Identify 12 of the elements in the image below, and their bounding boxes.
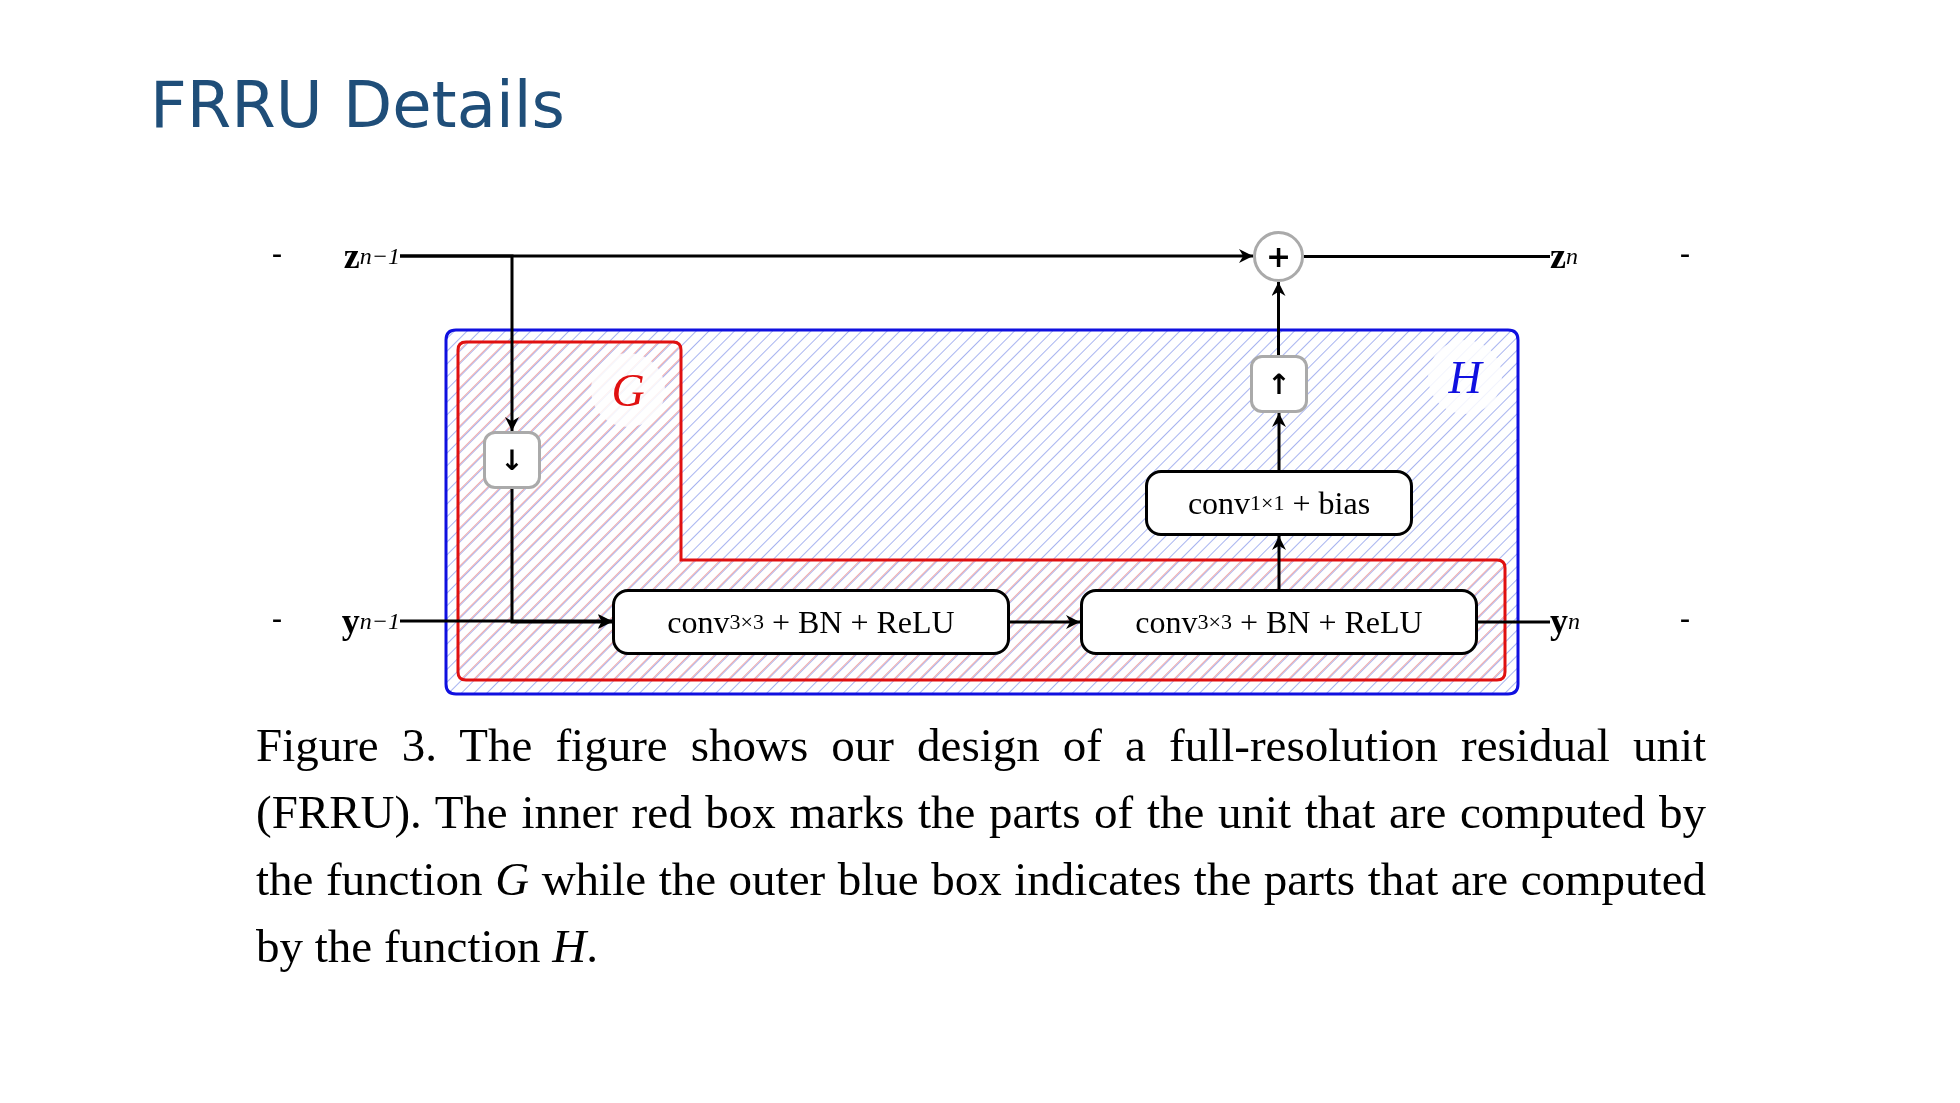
dash-mark: - — [272, 601, 282, 635]
slide-title: FRRU Details — [150, 68, 565, 142]
arrow — [400, 614, 612, 628]
dash-mark: - — [1680, 236, 1690, 270]
arrow — [400, 254, 519, 431]
resample-node: ↓ — [483, 431, 541, 489]
dash-mark: - — [272, 236, 282, 270]
figure-caption: Figure 3. The figure shows our design of a full-resolution residual unit (FRRU). The inner red box marks the parts of the unit that are computed by the function G while the outer blue box indicates the parts that are computed by the function H. — [256, 718, 1706, 974]
arrow — [1010, 615, 1080, 629]
dash-mark: - — [1680, 601, 1690, 635]
sum-node: + — [1253, 231, 1304, 282]
resample-node: ↑ — [1250, 355, 1308, 413]
